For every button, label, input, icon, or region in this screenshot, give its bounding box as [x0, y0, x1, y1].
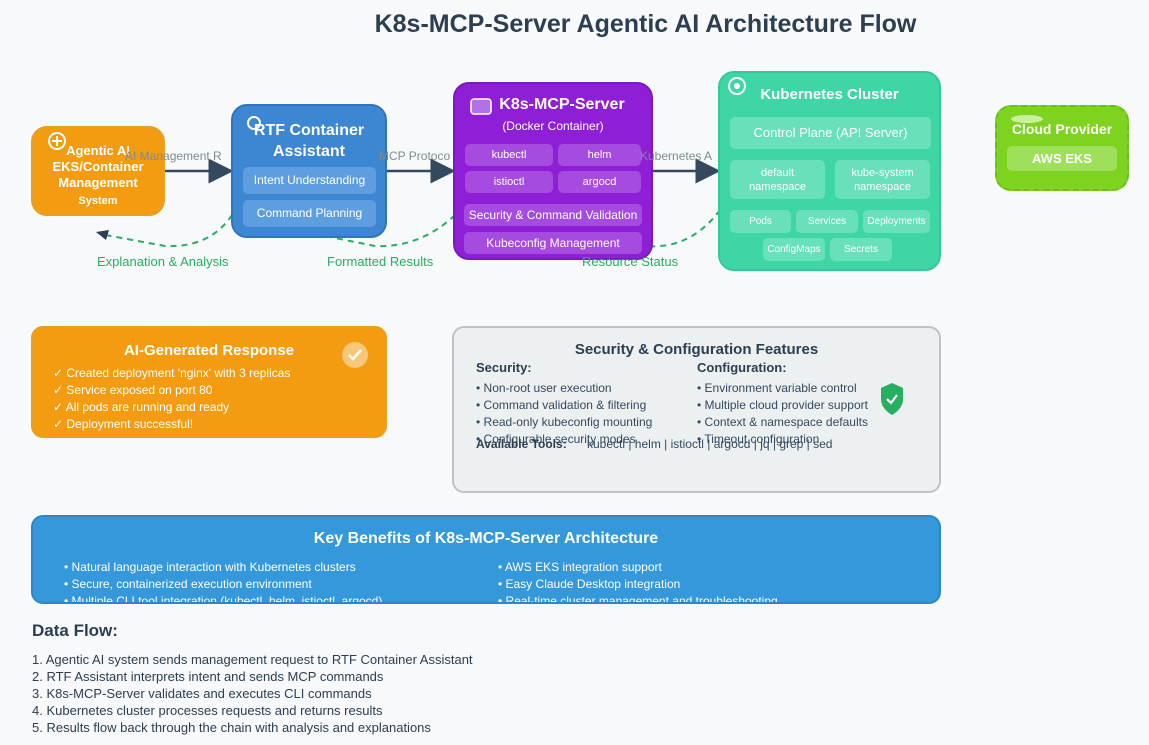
tool-helm[interactable]: helm: [558, 144, 641, 166]
security-validation-module[interactable]: Security & Command Validation: [464, 204, 642, 226]
ai-response-panel: AI-Generated Response ✓ Created deployme…: [31, 326, 387, 438]
agentic-ai-node[interactable]: Agentic AI EKS/Container Management Syst…: [31, 126, 165, 216]
return-arrowhead-agent: [96, 230, 109, 240]
return-label-explanation: Explanation & Analysis: [97, 254, 229, 269]
config-list: • Environment variable control • Multipl…: [697, 380, 868, 448]
benefit-item: • Multiple CLI tool integration (kubectl…: [64, 594, 383, 604]
namespace-kube-system-name: kube-system: [851, 167, 914, 179]
config-item: • Environment variable control: [697, 381, 857, 395]
dataflow-title: Data Flow:: [32, 621, 118, 640]
edge-label-agent-rtf: AI Management R: [125, 149, 222, 163]
dataflow-step: 3. K8s-MCP-Server validates and executes…: [32, 686, 372, 701]
cloud-provider-node[interactable]: Cloud Provider AWS EKS: [995, 105, 1129, 191]
agent-title-line-2: EKS/Container: [52, 159, 144, 174]
benefits-title: Key Benefits of K8s-MCP-Server Architect…: [313, 530, 659, 547]
rtf-title-line-2: Assistant: [272, 143, 346, 160]
resource-configmaps[interactable]: ConfigMaps: [763, 238, 825, 261]
return-path-rtf-to-agent: [99, 214, 233, 248]
k8s-title: Kubernetes Cluster: [760, 86, 899, 103]
dataflow-step: 2. RTF Assistant interprets intent and s…: [32, 669, 384, 684]
security-item: • Read-only kubeconfig mounting: [476, 415, 653, 429]
return-path-k8s-to-mcp: [554, 209, 721, 248]
response-title: AI-Generated Response: [123, 342, 295, 359]
benefit-item: • Secure, containerized execution enviro…: [64, 577, 312, 591]
response-list: ✓ Created deployment 'nginx' with 3 repl…: [53, 365, 290, 433]
check-circle-icon: [342, 342, 368, 368]
security-item: • Non-root user execution: [476, 381, 612, 395]
tool-istioctl[interactable]: istioctl: [465, 171, 553, 193]
benefit-item: • AWS EKS integration support: [498, 560, 662, 574]
mcp-server-node[interactable]: K8s-MCP-Server (Docker Container) kubect…: [453, 82, 653, 260]
rtf-title-line-1: RTF Container: [253, 122, 365, 139]
namespace-default-name: default: [760, 167, 795, 179]
return-label-resource-status: Resource Status: [582, 254, 679, 269]
tools-value: kubectl | helm | istioctl | argocd | jq …: [587, 437, 833, 451]
edge-label-rtf-mcp: MCP Protoco: [379, 149, 451, 163]
agent-subtitle: System: [78, 195, 118, 207]
benefit-item: • Natural language interaction with Kube…: [64, 560, 356, 574]
kubernetes-cluster-node[interactable]: Kubernetes Cluster Control Plane (API Se…: [718, 71, 941, 271]
benefit-item: • Real-time cluster management and troub…: [498, 594, 778, 604]
security-list: • Non-root user execution • Command vali…: [476, 380, 652, 448]
features-panel: Security & Configuration Features Securi…: [452, 326, 941, 493]
aws-eks-badge[interactable]: AWS EKS: [1007, 146, 1117, 171]
resource-pods[interactable]: Pods: [730, 210, 791, 233]
response-item: ✓ All pods are running and ready: [53, 400, 230, 414]
intent-understanding-module[interactable]: Intent Understanding: [243, 167, 376, 194]
config-item: • Context & namespace defaults: [697, 415, 868, 429]
security-shield-icon: [881, 383, 903, 415]
config-item: • Timeout configuration: [697, 432, 820, 446]
tool-argocd[interactable]: argocd: [558, 171, 641, 193]
resource-services[interactable]: Services: [796, 210, 858, 233]
command-planning-module[interactable]: Command Planning: [243, 200, 376, 227]
namespace-default[interactable]: default namespace: [730, 160, 825, 199]
dataflow-step: 4. Kubernetes cluster processes requests…: [32, 703, 383, 718]
control-plane[interactable]: Control Plane (API Server): [730, 117, 931, 149]
config-heading: Configuration:: [697, 360, 787, 375]
benefits-right-list: • AWS EKS integration support • Easy Cla…: [498, 559, 778, 604]
tool-kubectl[interactable]: kubectl: [465, 144, 553, 166]
edge-label-mcp-k8s: Kubernetes A: [640, 149, 713, 163]
benefits-left-list: • Natural language interaction with Kube…: [64, 559, 383, 604]
security-item: • Configurable security modes: [476, 432, 636, 446]
return-label-formatted: Formatted Results: [327, 254, 434, 269]
tools-label: Available Tools:: [476, 437, 567, 451]
agent-title-line-1: Agentic AI: [66, 143, 130, 158]
cloud-icon: [1011, 115, 1043, 123]
resource-secrets[interactable]: Secrets: [830, 238, 892, 261]
kubeconfig-management-module[interactable]: Kubeconfig Management: [464, 232, 642, 254]
namespace-kube-system-label: namespace: [854, 181, 911, 193]
mcp-subtitle: (Docker Container): [502, 119, 604, 133]
benefits-panel: Key Benefits of K8s-MCP-Server Architect…: [31, 515, 941, 604]
page-title: K8s-MCP-Server Agentic AI Architecture F…: [374, 10, 917, 38]
dataflow-step: 5. Results flow back through the chain w…: [32, 720, 431, 735]
assistant-icon: [247, 116, 261, 130]
docker-container-icon: [470, 98, 492, 115]
resource-deployments[interactable]: Deployments: [863, 210, 930, 233]
response-item: ✓ Created deployment 'nginx' with 3 repl…: [53, 366, 291, 380]
agent-title-line-3: Management: [58, 175, 138, 190]
cloud-title: Cloud Provider: [1011, 121, 1113, 137]
config-item: • Multiple cloud provider support: [697, 398, 868, 412]
return-path-mcp-to-rtf: [314, 214, 456, 248]
security-heading: Security:: [476, 360, 532, 375]
namespace-kube-system[interactable]: kube-system namespace: [835, 160, 930, 199]
kubernetes-wheel-icon: [728, 77, 746, 95]
features-title: Security & Configuration Features: [574, 341, 819, 358]
namespace-default-label: namespace: [749, 181, 806, 193]
response-item: ✓ Service exposed on port 80: [53, 383, 213, 397]
dataflow-step: 1. Agentic AI system sends management re…: [32, 652, 473, 667]
benefit-item: • Easy Claude Desktop integration: [498, 577, 681, 591]
mcp-title: K8s-MCP-Server: [499, 96, 625, 113]
dataflow-list: 1. Agentic AI system sends management re…: [32, 651, 473, 736]
ai-brain-icon: [48, 132, 66, 150]
security-item: • Command validation & filtering: [476, 398, 647, 412]
response-item: ✓ Deployment successful!: [53, 417, 194, 431]
rtf-assistant-node[interactable]: RTF Container Assistant Intent Understan…: [231, 104, 387, 238]
